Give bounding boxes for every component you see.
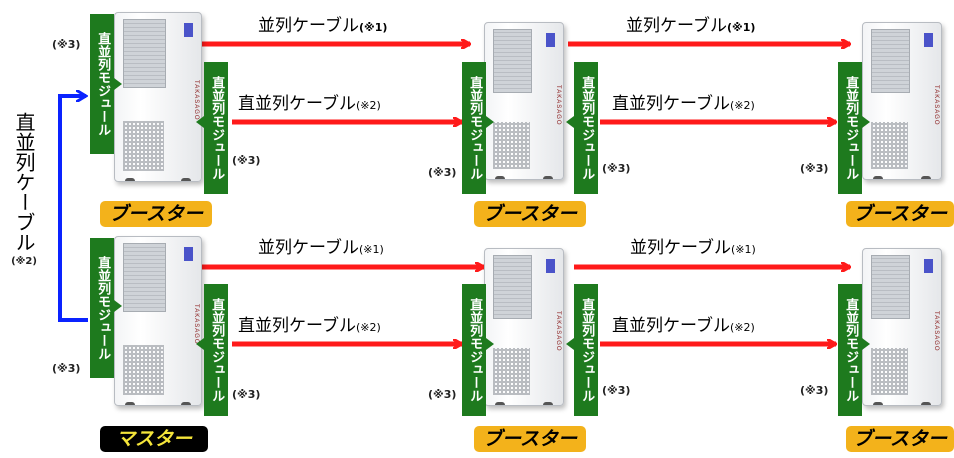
module-arrow-tip <box>196 116 204 128</box>
booster-unit-r1-c1: TAKASAGO <box>114 12 202 182</box>
note-3-label: (※3) <box>602 384 631 397</box>
series-parallel-module: 直並列モジュール <box>90 238 114 378</box>
note-3-label: (※3) <box>232 388 261 401</box>
booster-badge: ブースター <box>100 201 212 227</box>
module-arrow-tip <box>486 116 494 128</box>
series-parallel-cable-label: 直並列ケーブル(※2) <box>238 94 381 114</box>
booster-unit-r1-c3: TAKASAGO <box>862 22 942 180</box>
series-parallel-cable-label: 直並列ケーブル(※2) <box>612 94 755 114</box>
booster-unit-r1-c2: TAKASAGO <box>484 22 564 180</box>
booster-badge: ブースター <box>846 426 954 452</box>
module-arrow-tip <box>196 338 204 350</box>
parallel-cable-label: 並列ケーブル(※1) <box>258 238 384 258</box>
module-arrow-tip <box>486 338 494 350</box>
series-parallel-module: 直並列モジュール <box>838 62 862 194</box>
booster-unit-r2-c3: TAKASAGO <box>862 248 942 406</box>
series-parallel-module: 直並列モジュール <box>204 62 228 194</box>
series-parallel-module: 直並列モジュール <box>838 284 862 416</box>
series-parallel-module: 直並列モジュール <box>462 62 486 194</box>
module-arrow-tip <box>114 300 122 312</box>
series-parallel-cable-label: 直並列ケーブル(※2) <box>238 316 381 336</box>
module-arrow-tip <box>862 338 870 350</box>
note-3-label: (※3) <box>52 362 81 375</box>
left-link-text: 直並列ケーブル <box>12 112 36 252</box>
note-3-label: (※3) <box>800 162 829 175</box>
master-badge: マスター <box>100 426 208 452</box>
note-3-label: (※3) <box>52 38 81 51</box>
module-arrow-tip <box>114 78 122 90</box>
note-3-label: (※3) <box>428 166 457 179</box>
parallel-cable-label: 並列ケーブル(※1) <box>630 238 756 258</box>
series-parallel-module: 直並列モジュール <box>574 62 598 194</box>
module-arrow-tip <box>566 338 574 350</box>
series-parallel-module: 直並列モジュール <box>204 284 228 416</box>
note-3-label: (※3) <box>428 388 457 401</box>
note-3-label: (※3) <box>800 384 829 397</box>
parallel-cable-label: 並列ケーブル(※1) <box>258 16 388 36</box>
note-3-label: (※3) <box>602 162 631 175</box>
left-link-note: (※2) <box>11 256 37 267</box>
booster-badge: ブースター <box>846 201 954 227</box>
left-link-label: 直並列ケーブル (※2) <box>4 112 44 267</box>
series-parallel-module: 直並列モジュール <box>90 14 114 154</box>
booster-badge: ブースター <box>474 426 586 452</box>
series-parallel-module: 直並列モジュール <box>462 284 486 416</box>
series-parallel-link-arrow <box>58 96 88 322</box>
series-parallel-module: 直並列モジュール <box>574 284 598 416</box>
booster-unit-r2-c2: TAKASAGO <box>484 248 564 406</box>
master-unit: TAKASAGO <box>114 236 202 406</box>
booster-badge: ブースター <box>474 201 586 227</box>
module-arrow-tip <box>566 116 574 128</box>
module-arrow-tip <box>862 116 870 128</box>
note-3-label: (※3) <box>232 154 261 167</box>
series-parallel-cable-label: 直並列ケーブル(※2) <box>612 316 755 336</box>
parallel-cable-label: 並列ケーブル(※1) <box>626 16 756 36</box>
